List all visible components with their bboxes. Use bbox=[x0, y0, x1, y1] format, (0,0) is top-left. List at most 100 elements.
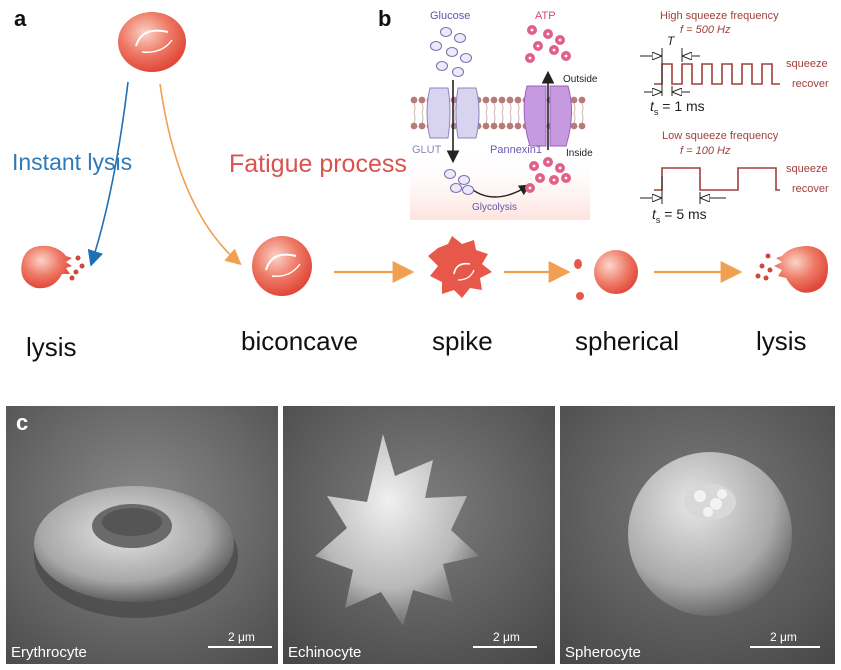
atp-molecule-core bbox=[546, 160, 550, 164]
atp-molecule-core bbox=[552, 178, 556, 182]
glucose-molecule bbox=[444, 169, 456, 179]
lipid-tail bbox=[509, 112, 512, 124]
scale-bar-2 bbox=[473, 646, 537, 648]
lipid-tail bbox=[413, 102, 416, 114]
atp-label: ATP bbox=[535, 10, 556, 22]
outside-label: Outside bbox=[563, 74, 598, 85]
atp-molecules bbox=[525, 25, 571, 193]
stage-lysis-left: lysis bbox=[26, 332, 77, 362]
lipid-head bbox=[506, 122, 514, 130]
echinocyte-label: Echinocyte bbox=[288, 644, 362, 661]
atp-molecule-core bbox=[558, 38, 562, 42]
lipid-head bbox=[410, 122, 418, 130]
fatigue-process-label: Fatigue process bbox=[229, 150, 407, 178]
lipid-tail bbox=[501, 112, 504, 124]
lipid-tail bbox=[421, 102, 424, 114]
ts-high-label: ts = 1 ms bbox=[650, 98, 705, 117]
lipid-tail bbox=[517, 112, 520, 124]
lipid-head bbox=[418, 122, 426, 130]
lipid-head bbox=[570, 96, 578, 104]
lipid-tail bbox=[413, 112, 416, 124]
glucose-molecule bbox=[446, 47, 458, 57]
stage-biconcave: biconcave bbox=[241, 326, 359, 356]
scale-text-1: 2 μm bbox=[228, 630, 255, 644]
high-recover-label: recover bbox=[792, 78, 829, 90]
lipid-tail bbox=[493, 112, 496, 124]
inside-label: Inside bbox=[566, 148, 593, 159]
glucose-molecule bbox=[450, 183, 462, 193]
lipid-tail bbox=[485, 102, 488, 114]
lipid-head bbox=[482, 96, 490, 104]
glucose-molecule bbox=[440, 27, 452, 37]
atp-molecule-core bbox=[536, 44, 540, 48]
spike-cell bbox=[428, 236, 492, 298]
panel-b-letter: b bbox=[378, 6, 392, 31]
atp-molecule-core bbox=[558, 166, 562, 170]
high-freq-title: High squeeze frequency bbox=[660, 10, 779, 22]
sem-image-erythrocyte: 2 μm Erythrocyte bbox=[6, 406, 278, 664]
low-freq-waveform bbox=[654, 167, 780, 191]
panel-c-letter: c bbox=[16, 410, 29, 435]
glycolysis-label: Glycolysis bbox=[472, 202, 518, 213]
stage-lysis-right: lysis bbox=[756, 326, 807, 356]
glucose-molecules bbox=[430, 27, 474, 195]
atp-molecule-core bbox=[530, 28, 534, 32]
lipid-tail bbox=[581, 102, 584, 114]
lipid-tail bbox=[573, 102, 576, 114]
lysed-cell-left bbox=[21, 245, 85, 289]
pannexin-label: Pannexin1 bbox=[490, 144, 542, 156]
lipid-tail bbox=[485, 112, 488, 124]
glucose-molecule bbox=[458, 175, 470, 185]
stage-spherical: spherical bbox=[575, 326, 680, 356]
lipid-head bbox=[410, 96, 418, 104]
sem-image-spherocyte: 2 μm Spherocyte bbox=[560, 406, 835, 664]
high-freq-markers bbox=[640, 48, 700, 96]
lysed-cell-right bbox=[755, 246, 828, 293]
period-label: T bbox=[667, 34, 675, 48]
lipid-tail bbox=[493, 102, 496, 114]
atp-molecule-core bbox=[528, 56, 532, 60]
scale-text-3: 2 μm bbox=[770, 630, 797, 644]
high-freq-value: f = 500 Hz bbox=[680, 24, 731, 36]
atp-molecule-core bbox=[552, 48, 556, 52]
low-freq-title: Low squeeze frequency bbox=[662, 130, 779, 142]
lipid-head bbox=[490, 96, 498, 104]
lipid-tail bbox=[501, 102, 504, 114]
lipid-head bbox=[514, 122, 522, 130]
lipid-tail bbox=[453, 112, 456, 124]
lipid-head bbox=[418, 96, 426, 104]
inside-bg bbox=[410, 150, 590, 220]
scale-text-2: 2 μm bbox=[493, 630, 520, 644]
lipid-head bbox=[490, 122, 498, 130]
instant-lysis-label: Instant lysis bbox=[12, 149, 133, 175]
biconcave-cell bbox=[252, 236, 312, 296]
scale-bar-3 bbox=[750, 646, 820, 648]
ts-low-label: ts = 5 ms bbox=[652, 206, 707, 225]
glucose-molecule bbox=[452, 67, 464, 77]
lipid-tail bbox=[453, 102, 456, 114]
pannexin1-channel bbox=[523, 70, 572, 150]
low-freq-markers bbox=[640, 176, 726, 204]
panel-a-letter: a bbox=[14, 6, 27, 31]
high-freq-waveform bbox=[654, 63, 780, 85]
lipid-head bbox=[578, 96, 586, 104]
atp-molecule-core bbox=[538, 176, 542, 180]
atp-molecule-core bbox=[546, 32, 550, 36]
atp-molecule-core bbox=[564, 176, 568, 180]
lipid-head bbox=[498, 122, 506, 130]
lipid-head bbox=[514, 96, 522, 104]
spherical-cell bbox=[574, 250, 638, 300]
atp-molecule-core bbox=[528, 186, 532, 190]
lipid-head bbox=[498, 96, 506, 104]
glucose-molecule bbox=[460, 53, 472, 63]
lipid-tail bbox=[517, 102, 520, 114]
glucose-molecule bbox=[436, 61, 448, 71]
low-recover-label: recover bbox=[792, 183, 829, 195]
instant-lysis-arrow bbox=[87, 81, 129, 267]
glucose-molecule bbox=[430, 41, 442, 51]
top-rbc-cell bbox=[118, 12, 186, 72]
glucose-molecule bbox=[462, 185, 474, 195]
lipid-head bbox=[578, 122, 586, 130]
lipid-tail bbox=[573, 112, 576, 124]
glut-transporter bbox=[426, 80, 480, 164]
